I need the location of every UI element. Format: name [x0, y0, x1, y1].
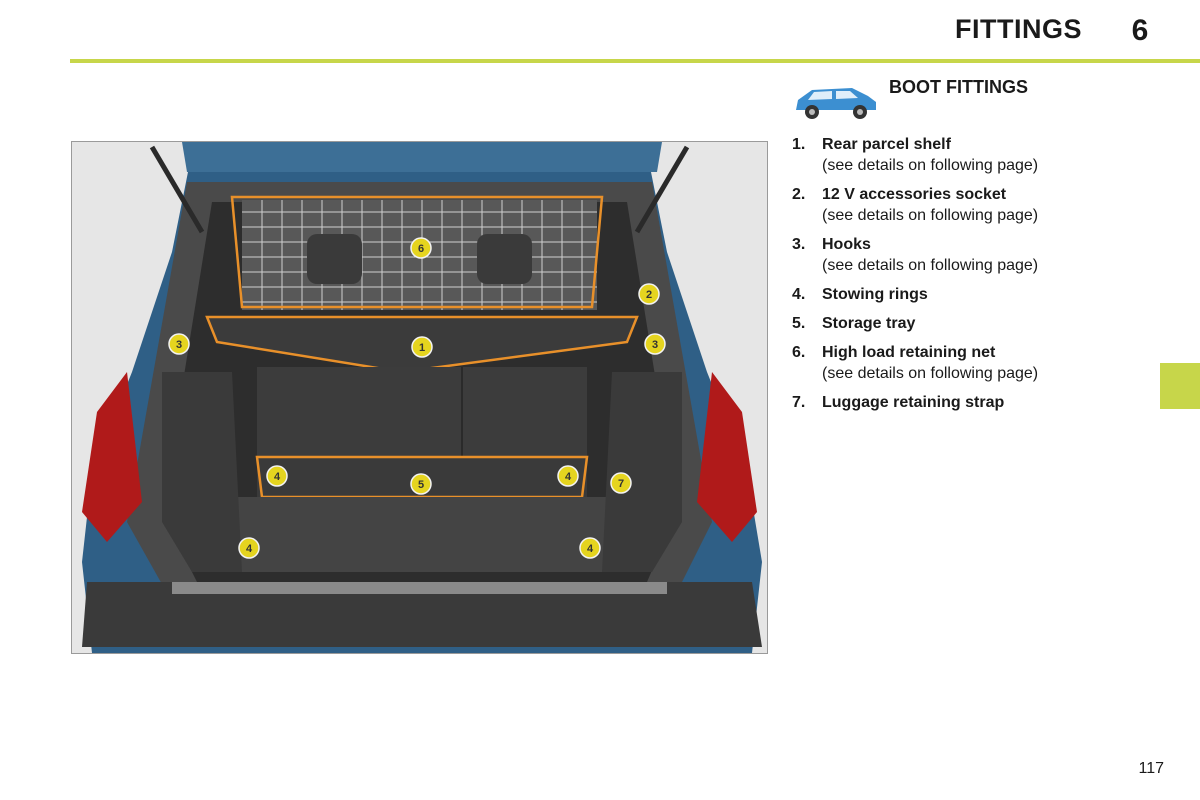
- item-label: 12 V accessories socket: [822, 186, 1007, 203]
- callout-6: 6: [410, 237, 432, 259]
- list-item: 2. 12 V accessories socket (see details …: [792, 184, 1172, 226]
- chapter-tab-marker: [1160, 363, 1200, 409]
- callout-4-floor-left: 4: [238, 537, 260, 559]
- svg-text:4: 4: [587, 543, 594, 555]
- item-detail: (see details on following page): [822, 157, 1039, 174]
- item-detail: (see details on following page): [822, 257, 1039, 274]
- item-number: 5.: [792, 315, 806, 332]
- svg-text:2: 2: [646, 289, 652, 301]
- item-label: Hooks: [822, 236, 871, 253]
- callout-7: 7: [610, 472, 632, 494]
- chapter-number: 6: [1131, 14, 1149, 47]
- callout-4-tray-right: 4: [557, 465, 579, 487]
- callout-5: 5: [410, 473, 432, 495]
- item-label: Rear parcel shelf: [822, 136, 951, 153]
- svg-text:1: 1: [419, 342, 425, 354]
- svg-text:5: 5: [418, 479, 424, 491]
- svg-text:3: 3: [652, 339, 658, 351]
- callout-3-left: 3: [168, 333, 190, 355]
- item-number: 7.: [792, 394, 806, 411]
- item-label: Storage tray: [822, 315, 916, 332]
- item-detail: (see details on following page): [822, 365, 1039, 382]
- item-detail: (see details on following page): [822, 207, 1039, 224]
- svg-text:7: 7: [618, 478, 624, 490]
- header-divider: [70, 59, 1200, 63]
- list-item: 5. Storage tray: [792, 313, 1172, 334]
- callout-3-right: 3: [644, 333, 666, 355]
- page-number: 117: [1138, 760, 1164, 777]
- section-title: BOOT FITTINGS: [889, 77, 1028, 97]
- fittings-list: 1. Rear parcel shelf (see details on fol…: [792, 134, 1172, 421]
- svg-text:4: 4: [274, 471, 281, 483]
- item-number: 6.: [792, 344, 806, 361]
- item-label: Luggage retaining strap: [822, 394, 1005, 411]
- callout-1: 1: [411, 336, 433, 358]
- car-estate-icon: [796, 88, 876, 119]
- callout-4-tray-left: 4: [266, 465, 288, 487]
- callout-4-floor-right: 4: [579, 537, 601, 559]
- boot-illustration: 1 2 3 3 4 4 4 4 5 6 7: [71, 141, 768, 654]
- item-number: 2.: [792, 186, 806, 203]
- item-label: Stowing rings: [822, 286, 928, 303]
- list-item: 4. Stowing rings: [792, 284, 1172, 305]
- list-item: 1. Rear parcel shelf (see details on fol…: [792, 134, 1172, 176]
- item-number: 3.: [792, 236, 806, 253]
- item-number: 4.: [792, 286, 806, 303]
- svg-text:4: 4: [246, 543, 253, 555]
- list-item: 6. High load retaining net (see details …: [792, 342, 1172, 384]
- chapter-title: FITTINGS: [955, 14, 1082, 44]
- svg-text:4: 4: [565, 471, 572, 483]
- svg-text:3: 3: [176, 339, 182, 351]
- list-item: 7. Luggage retaining strap: [792, 392, 1172, 413]
- svg-text:6: 6: [418, 243, 424, 255]
- callout-2: 2: [638, 283, 660, 305]
- item-number: 1.: [792, 136, 806, 153]
- item-label: High load retaining net: [822, 344, 996, 361]
- list-item: 3. Hooks (see details on following page): [792, 234, 1172, 276]
